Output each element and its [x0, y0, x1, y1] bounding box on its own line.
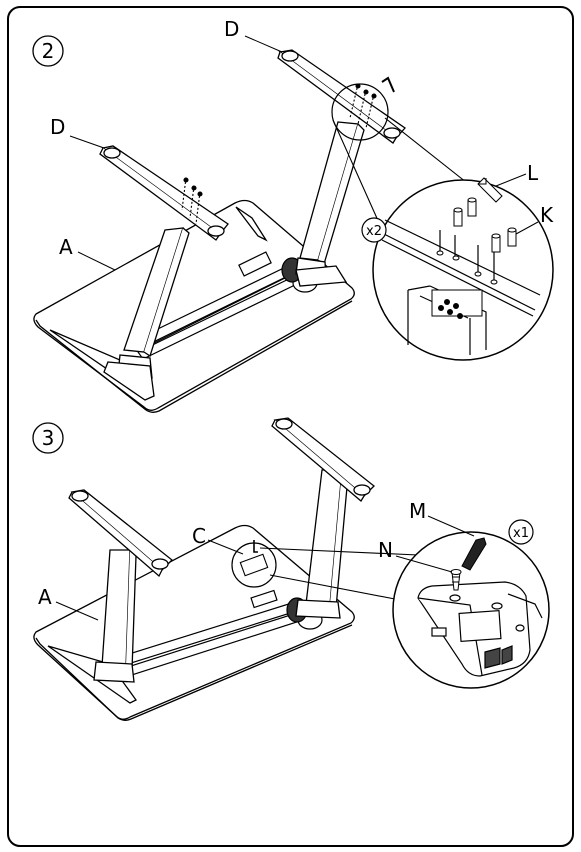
callout-D-left: D — [50, 115, 65, 139]
callout-M: M — [409, 499, 426, 523]
leader-A-step-2 — [77, 251, 116, 271]
callout-D-right: D — [224, 17, 239, 41]
foot-bracket-left-step-3 — [68, 489, 173, 578]
quantity-step-2: x2 — [366, 224, 382, 239]
step-3-number: 3 — [42, 426, 55, 450]
quantity-badge-step-2 — [361, 217, 387, 243]
callout-K: K — [540, 203, 554, 227]
step-2-badge — [32, 35, 64, 67]
foot-bracket-left-D — [99, 145, 229, 241]
step-2: 2 — [32, 17, 554, 413]
callout-N: N — [378, 538, 393, 562]
step-3-badge — [32, 422, 64, 454]
control-box-step-3 — [239, 540, 269, 577]
zoom-detail-step-3 — [392, 531, 550, 689]
left-leg-step-3 — [93, 549, 137, 683]
left-leg-step-2 — [103, 227, 190, 401]
leader-M — [427, 515, 475, 537]
leader-D-right — [244, 35, 283, 53]
step-3: 3 — [32, 417, 550, 721]
screws-left-bracket — [181, 177, 203, 225]
right-leg-step-2 — [295, 121, 365, 287]
detail-leader-d — [269, 574, 401, 601]
leader-K — [515, 221, 539, 235]
leader-D-left — [69, 135, 105, 149]
callout-L: L — [527, 161, 539, 185]
callout-C: C — [192, 524, 206, 548]
leader-A-step-3 — [55, 601, 99, 621]
detail-leader-a — [332, 119, 381, 226]
foot-bracket-right-step-3 — [271, 417, 375, 502]
detail-source-circle-step-2 — [331, 83, 389, 141]
callout-A-step-3: A — [38, 585, 52, 609]
quantity-step-3: x1 — [513, 526, 529, 541]
quantity-badge-step-3 — [508, 519, 534, 545]
right-leg-step-3 — [295, 469, 349, 619]
step-2-number: 2 — [42, 39, 55, 63]
screws-right-bracket — [349, 76, 395, 129]
leader-C — [207, 539, 244, 555]
leader-L — [495, 173, 527, 187]
foot-bracket-right-D — [277, 49, 406, 144]
zoom-detail-step-2 — [372, 177, 554, 361]
callout-A-step-2: A — [59, 235, 73, 259]
leader-N — [395, 555, 453, 573]
detail-leader-c — [259, 547, 419, 556]
